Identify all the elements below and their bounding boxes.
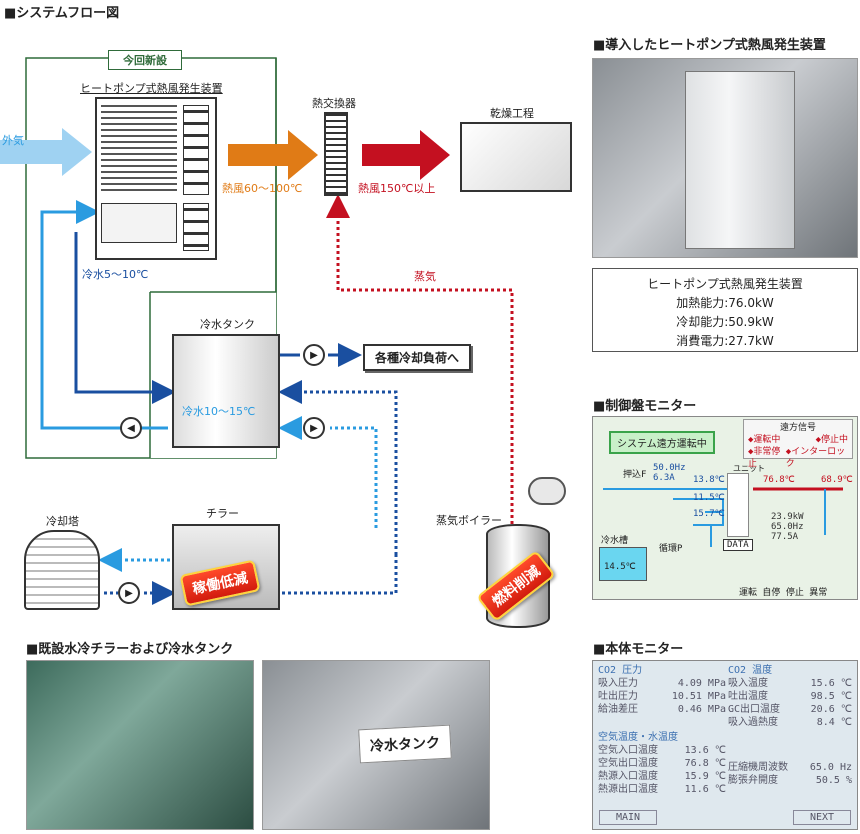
- steam-label: 蒸気: [414, 270, 436, 283]
- spec-power: 消費電力:27.7kW: [676, 334, 774, 348]
- sig-stopped: ◆停止中: [815, 435, 848, 445]
- loads-box: 各種冷却負荷へ: [363, 344, 472, 371]
- hp-unit-label: ヒートポンプ式熱風発生装置: [80, 82, 223, 95]
- unit-label: ユニット: [733, 464, 765, 473]
- flow-title: ■システムフロー図: [4, 6, 120, 21]
- signal-title: 遠方信号: [779, 423, 816, 433]
- sig-running: ◆運転中: [748, 435, 781, 445]
- data-button[interactable]: DATA: [723, 539, 753, 551]
- control-title: ■制御盤モニター: [593, 399, 697, 414]
- drying-label: 乾燥工程: [490, 107, 534, 120]
- main-button[interactable]: MAIN: [599, 810, 657, 825]
- tank-photo: 冷水タンク: [262, 660, 490, 830]
- val-t5: 68.9℃: [821, 475, 853, 485]
- pump1-label: 押込F: [623, 470, 647, 480]
- mon-h1: CO2 圧力: [598, 665, 643, 676]
- boiler-label: 蒸気ボイラー: [436, 514, 502, 527]
- val-t2: 11.5℃: [693, 493, 725, 503]
- spec-heat: 加熱能力:76.0kW: [676, 296, 774, 310]
- tank-label: 冷水槽: [601, 536, 629, 546]
- cooling-tower-graphic: [24, 530, 100, 610]
- chiller-label: チラー: [206, 507, 239, 520]
- cold-water-5-10-label: 冷水5〜10℃: [82, 268, 149, 281]
- pump-icon: ▶: [303, 417, 325, 439]
- exchanger-label: 熱交換器: [312, 97, 356, 110]
- cooling-tower-label: 冷却塔: [46, 515, 79, 528]
- pump-icon: ▶: [303, 344, 325, 366]
- pump-icon: ◀: [120, 417, 142, 439]
- hot-air-150-label: 熱風150℃以上: [358, 182, 436, 195]
- pump-icon: ▶: [118, 582, 140, 604]
- hot-air-label: 熱風60〜100℃: [222, 182, 303, 195]
- hp-unit-graphic: [95, 97, 217, 260]
- chiller-photo-title: ■既設水冷チラーおよび冷水タンク: [26, 642, 234, 657]
- tank-graphic: [172, 334, 280, 448]
- cloud-icon: [528, 477, 566, 505]
- chiller-photo: [26, 660, 254, 830]
- mon-h3: 空気温度・水温度: [598, 732, 678, 743]
- hp-photo-title: ■導入したヒートポンプ式熱風発生装置: [593, 38, 826, 53]
- tank-water-label: 冷水10〜15℃: [182, 405, 256, 418]
- tank-label: 冷水タンク: [200, 318, 255, 331]
- val-t4: 76.8℃: [763, 475, 795, 485]
- new-install-label: 今回新設: [108, 50, 182, 70]
- control-lines: [603, 487, 843, 547]
- spec-title: ヒートポンプ式熱風発生装置: [647, 277, 803, 291]
- drying-graphic: [460, 122, 572, 192]
- val-t1: 13.8℃: [693, 475, 725, 485]
- control-monitor: システム遠方運転中 遠方信号 ◆運転中 ◆停止中 ◆非常停止◆インターロック 50…: [592, 416, 858, 600]
- sig-emergency: ◆非常停止: [748, 447, 781, 469]
- unit-graphic: [727, 473, 749, 537]
- hp-photo: [592, 58, 858, 258]
- mon-h2: CO2 温度: [728, 665, 773, 676]
- exchanger-graphic: [324, 112, 348, 196]
- unit-monitor-title: ■本体モニター: [593, 642, 684, 657]
- pump2-label: 循環P: [659, 544, 683, 554]
- spec-cool: 冷却能力:50.9kW: [676, 315, 774, 329]
- val-t3: 15.7℃: [693, 509, 725, 519]
- tank-temp: 14.5℃: [599, 547, 647, 581]
- outside-air-label: 外気: [2, 134, 24, 147]
- remote-button[interactable]: システム遠方運転中: [609, 431, 715, 454]
- sig-interlock: ◆インターロック: [785, 447, 846, 469]
- next-button[interactable]: NEXT: [793, 810, 851, 825]
- spec-box: ヒートポンプ式熱風発生装置 加熱能力:76.0kW 冷却能力:50.9kW 消費…: [592, 268, 858, 352]
- legend: 運転 自停 停止 異常: [739, 588, 828, 598]
- tank-photo-label: 冷水タンク: [358, 724, 452, 764]
